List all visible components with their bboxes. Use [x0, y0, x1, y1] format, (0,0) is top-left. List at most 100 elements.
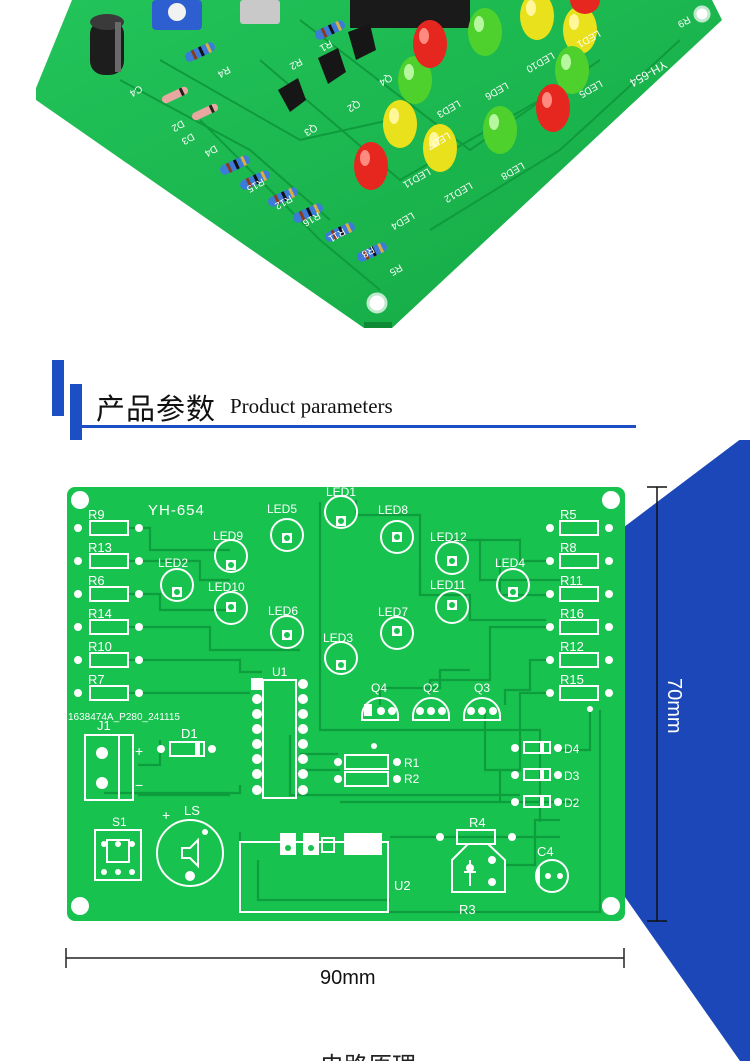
resistor-r16: R16	[546, 606, 613, 635]
photo-potentiometer	[152, 0, 202, 30]
resistor-label: R15	[560, 672, 584, 687]
led-3: LED3	[323, 631, 358, 675]
resistor-label: R6	[88, 573, 105, 588]
led-4: LED4	[495, 556, 530, 602]
diode-d2: D2	[511, 795, 580, 810]
led-11: LED11	[430, 578, 469, 624]
section-title-en: Product parameters	[230, 394, 393, 418]
photo-hole	[693, 5, 711, 23]
resistor-r10: R10	[74, 639, 143, 668]
section-title-cn: 产品参数	[96, 392, 217, 426]
led-5: LED5	[267, 502, 304, 552]
resistor-label: R2	[404, 772, 420, 786]
led-label: LED3	[323, 631, 353, 645]
resistor-label: R4	[469, 815, 486, 830]
transistor-label: Q3	[474, 681, 490, 695]
photo-hole	[366, 292, 388, 314]
resistor-r13: R13	[74, 540, 143, 569]
resistor-r12: R12	[546, 639, 613, 668]
mounting-hole	[71, 491, 89, 509]
potentiometer-r3: R3	[451, 843, 506, 917]
photo-board-edge	[364, 322, 392, 328]
led-10: LED10	[208, 580, 248, 625]
mounting-hole	[71, 897, 89, 915]
blue-wedge	[620, 440, 750, 1061]
resistor-r8: R8	[546, 540, 613, 569]
polarity-plus: +	[135, 743, 143, 759]
switch-s1: S1	[94, 815, 142, 881]
resistor-r6: R6	[74, 573, 143, 602]
led-1: LED1	[324, 485, 358, 529]
led-6: LED6	[268, 604, 304, 649]
led-label: LED12	[430, 530, 467, 544]
led-label: LED11	[430, 578, 466, 592]
led-label: LED10	[208, 580, 245, 594]
resistor-label: R16	[560, 606, 584, 621]
led-label: LED4	[495, 556, 525, 570]
diode-label: D1	[181, 726, 198, 741]
resistor-r5: R5	[546, 507, 613, 536]
led-8: LED8	[378, 503, 414, 554]
resistor-label: R7	[88, 672, 105, 687]
connector-label: J1	[97, 718, 111, 733]
transistor-q4: Q4	[361, 681, 399, 721]
product-photo-svg: C4 R4 D2 D3 D4 R15 R12 R16 R11 R8 R5 R2 …	[36, 0, 722, 328]
capacitor-c4: C4	[535, 844, 569, 893]
transistor-q2: Q2	[412, 681, 450, 721]
led-label: LED6	[268, 604, 298, 618]
connector-j1: J1 + −	[84, 718, 143, 801]
photo-diodes	[161, 86, 219, 121]
resistor-label: R11	[560, 573, 583, 588]
diode-d1: D1	[157, 726, 216, 757]
board-serial: 1638474A_P280_241115	[68, 712, 180, 723]
resistor-label: R1	[404, 756, 420, 770]
diode-label: D3	[564, 769, 580, 783]
led-9: LED9	[213, 529, 248, 573]
header-underline	[82, 425, 636, 428]
resistor-label: R13	[88, 540, 112, 555]
potentiometer-label: R3	[459, 902, 476, 917]
right-resistors: R5 R8 R11 R16 R12 R15	[546, 507, 613, 701]
pcb: R9 R13 R6 R14 R10 R7 R5 R8 R11 R16 R12 R…	[67, 485, 625, 921]
header-accent-bar	[70, 384, 82, 440]
resistor-label: R9	[88, 507, 105, 522]
resistor-r9: R9	[74, 507, 143, 536]
transistors: Q4 Q2 Q3	[361, 681, 501, 721]
transistor-label: Q2	[423, 681, 439, 695]
speaker-label: LS	[184, 803, 200, 818]
polarity-minus: −	[135, 777, 143, 793]
dimension-width: 90mm	[65, 948, 625, 989]
led-7: LED7	[378, 605, 414, 650]
ic-u1: U1	[251, 665, 308, 799]
resistor-label: R5	[560, 507, 577, 522]
speaker-ls: + LS	[156, 803, 224, 887]
leds: LED1 LED2 LED3 LED4 LED5 LED6 LED7 LED8 …	[158, 485, 530, 675]
board-drawing: R9 R13 R6 R14 R10 R7 R5 R8 R11 R16 R12 R…	[0, 440, 750, 1061]
ic-label: U1	[272, 665, 288, 679]
diode-d3: D3	[511, 768, 580, 783]
diode-d4: D4	[511, 741, 580, 756]
resistor-r15: R15	[546, 672, 613, 701]
led-label: LED1	[326, 485, 356, 499]
photo-resistors	[185, 20, 387, 262]
header-accent-bar	[52, 360, 64, 416]
resistor-r1-r2: R1 R2	[334, 754, 420, 787]
led-12: LED12	[430, 530, 469, 575]
mounting-hole	[602, 491, 620, 509]
resistor-label: R14	[88, 606, 112, 621]
led-label: LED8	[378, 503, 408, 517]
diodes-right: D4 D3 D2	[511, 741, 580, 810]
switch-label: S1	[112, 815, 127, 829]
led-label: LED5	[267, 502, 297, 516]
diode-label: D2	[564, 796, 580, 810]
resistor-r14: R14	[74, 606, 143, 635]
mounting-hole	[602, 897, 620, 915]
dimension-height: 70mm	[647, 486, 685, 922]
led-label: LED2	[158, 556, 188, 570]
photo-leds	[354, 0, 600, 190]
resistor-label: R8	[560, 540, 577, 555]
product-photo: C4 R4 D2 D3 D4 R15 R12 R16 R11 R8 R5 R2 …	[0, 0, 750, 340]
transistor-label: Q4	[371, 681, 387, 695]
height-label: 70mm	[663, 678, 685, 734]
polarity-plus: +	[162, 807, 170, 823]
